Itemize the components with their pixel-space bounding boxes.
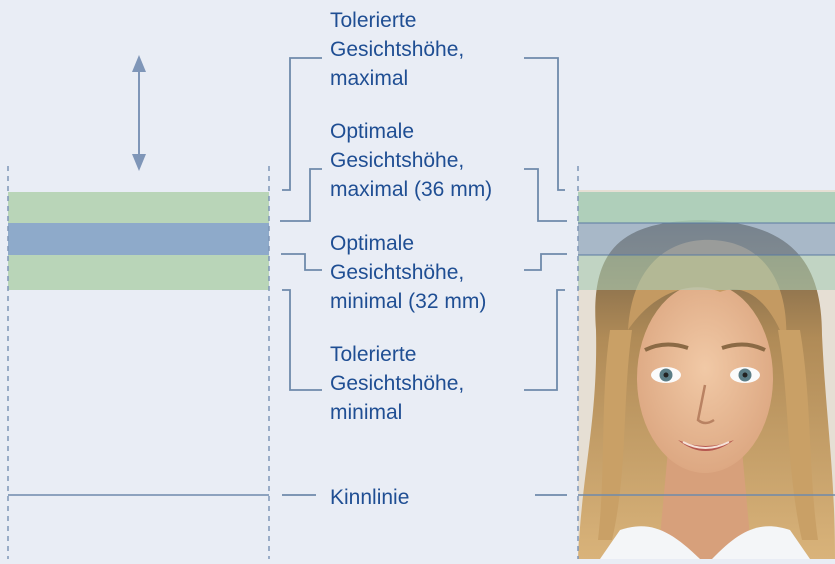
label-chin-line: Kinnlinie xyxy=(330,486,410,509)
right-band-optimal xyxy=(578,223,835,255)
left-band-tolerated-lower xyxy=(8,255,269,290)
bracket-tolerated-max-right xyxy=(524,57,565,191)
bracket-optimal-min-right xyxy=(524,253,567,271)
left-band-optimal xyxy=(8,223,269,255)
bracket-tolerated-min-left xyxy=(282,289,322,391)
label-optimal-face-height-max: Optimale Gesichtshöhe, maximal (36 mm) xyxy=(330,120,493,201)
right-panel-bands xyxy=(577,166,835,559)
bracket-optimal-max-right xyxy=(524,168,567,222)
right-band-tolerated-upper xyxy=(578,192,835,223)
bracket-optimal-min-left xyxy=(281,253,322,271)
double-headed-vertical-arrow-icon xyxy=(132,55,146,171)
bracket-optimal-max-left xyxy=(280,168,322,222)
right-band-tolerated-lower xyxy=(578,255,835,290)
left-band-tolerated-upper xyxy=(8,192,269,223)
label-tolerated-face-height-min: Tolerierte Gesichtshöhe, minimal xyxy=(330,343,465,424)
bracket-tolerated-min-right xyxy=(524,289,565,391)
label-tolerated-face-height-max: Tolerierte Gesichtshöhe, maximal xyxy=(330,9,465,90)
label-optimal-face-height-min: Optimale Gesichtshöhe, minimal (32 mm) xyxy=(330,232,487,313)
left-panel xyxy=(7,166,270,559)
bracket-tolerated-max-left xyxy=(282,57,322,191)
label-brackets xyxy=(280,57,567,496)
